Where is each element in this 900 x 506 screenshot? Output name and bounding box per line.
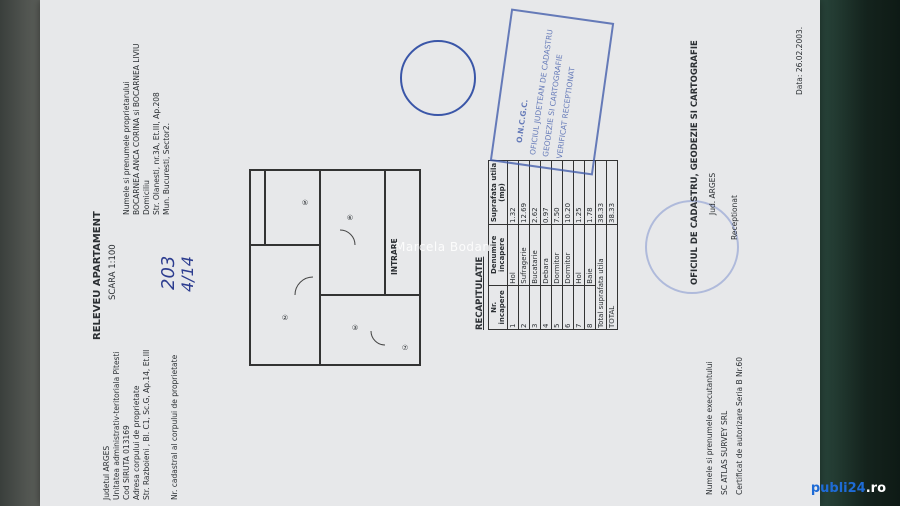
room-5-marker: ⑤ — [302, 199, 308, 207]
header-line-5: Str. Razboieni , Bl. C1, Sc.G, Ap.14, Et… — [142, 349, 151, 500]
header-line-2: Unitatea administrativ-teritoriala Pites… — [112, 351, 121, 500]
executor-line-3: Certificat de autorizare Seria B Nr.60 — [735, 357, 744, 495]
round-stamp — [400, 40, 476, 116]
col-name: Denumire incapere — [488, 224, 508, 286]
handwritten-number: 203 — [158, 255, 179, 290]
executor-line-2: SC ATLAS SURVEY SRL — [720, 410, 729, 495]
owner-line-1: Numele si prenumele proprietarului — [122, 81, 131, 215]
office-line-2: Jud. ARGES — [708, 172, 717, 215]
header-line-6: Nr. cadastral al corpului de proprietate — [170, 354, 179, 500]
floor-plan: ⑥ ② ⑤ ⑦ ③ — [249, 169, 421, 366]
col-area: Suprafata utila (mp) — [488, 160, 508, 225]
executor-line-1: Numele si prenumele executantului — [705, 361, 714, 495]
faded-stamp — [645, 200, 739, 294]
header-line-4: Adresa corpului de proprietate — [132, 385, 141, 500]
owner-line-5: Mun. Bucuresti, Sector2. — [162, 122, 171, 215]
background-right — [815, 0, 900, 506]
office-line-3: Receptionat — [730, 195, 739, 240]
owner-line-4: Str. Olanesti, nr.3A, Et.III, Ap.208 — [152, 92, 161, 215]
room-6-marker: ⑥ — [347, 214, 353, 222]
header-line-1: Judetul ARGES — [102, 445, 111, 500]
watermark: Marcela Bodan — [395, 240, 491, 254]
date-label: Data: 26.02.2003. — [795, 26, 804, 95]
recap-table: RECAPITULATIE Nr. incapere Denumire inca… — [475, 160, 618, 330]
office-line-1: OFICIUL DE CADASTRU, GEODEZIE SI CARTOGR… — [690, 40, 700, 285]
col-nr: Nr. incapere — [488, 285, 508, 330]
header-line-3: Cod SIRUTA 013169 — [122, 425, 131, 500]
recap-grid: Nr. incapere Denumire incapere Suprafata… — [488, 160, 618, 330]
door-arc — [294, 276, 314, 296]
logo-main: publi24 — [810, 481, 866, 496]
room-7-marker: ⑦ — [402, 344, 408, 352]
owner-line-2: BOCARNEA ANCA CORINA si BOCARNEA LIVIU — [132, 43, 141, 216]
background-left — [0, 0, 40, 506]
document-title: RELEVEU APARTAMENT — [92, 211, 103, 340]
site-logo[interactable]: publi24.ro — [811, 481, 886, 496]
room-3-marker: ③ — [352, 324, 358, 332]
owner-line-3: Domiciliu — [142, 180, 151, 215]
document-sheet: RELEVEU APARTAMENT SCARA 1:100 Judetul A… — [40, 0, 820, 506]
cadastre-stamp: O.N.C.G.C. OFICIUL JUDETEAN DE CADASTRU … — [489, 8, 615, 176]
apartment-outline — [249, 169, 421, 366]
document-scale: SCARA 1:100 — [108, 244, 118, 300]
room-2-marker: ② — [282, 314, 288, 322]
handwritten-fraction: 4/14 — [178, 256, 197, 292]
logo-suffix: .ro — [865, 481, 886, 496]
